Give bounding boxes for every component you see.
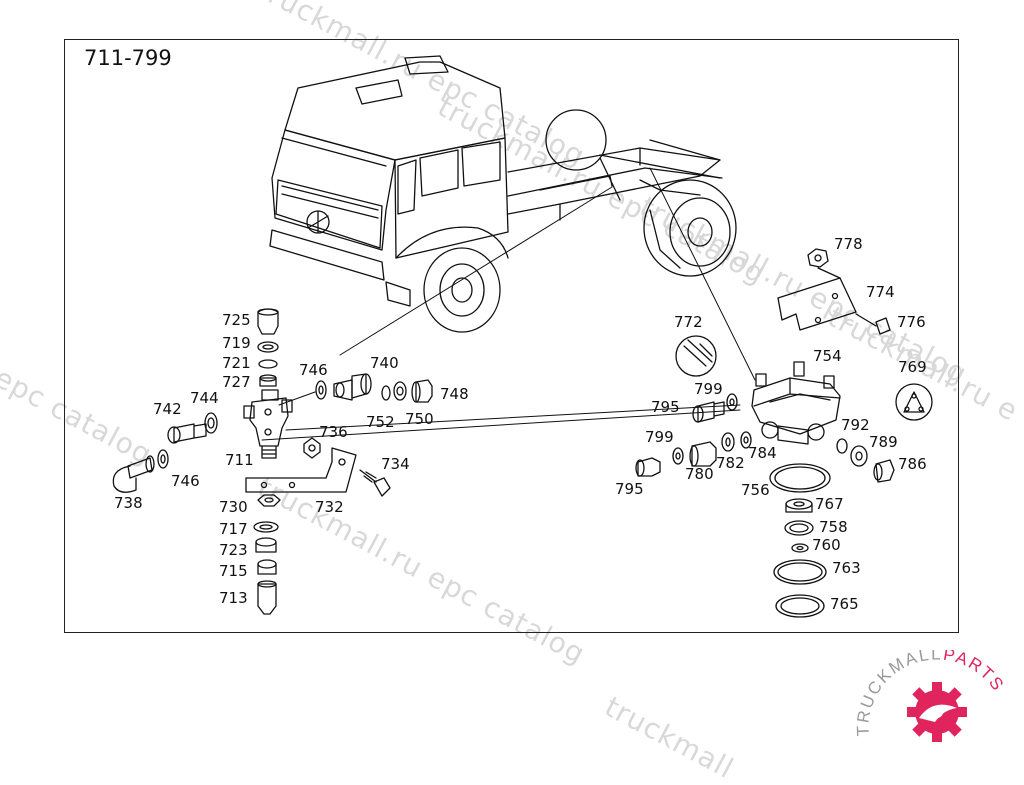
exploded-view-drawing <box>112 55 933 618</box>
part-label-736[interactable]: 736 <box>319 423 348 441</box>
part-label-776[interactable]: 776 <box>897 313 926 331</box>
part-label-732[interactable]: 732 <box>315 498 344 516</box>
part-label-782[interactable]: 782 <box>716 454 745 472</box>
part-label-742[interactable]: 742 <box>153 400 182 418</box>
part-label-730[interactable]: 730 <box>219 498 248 516</box>
part-label-769[interactable]: 769 <box>898 358 927 376</box>
part-label-767[interactable]: 767 <box>815 495 844 513</box>
part-label-719[interactable]: 719 <box>222 334 251 352</box>
part-label-758[interactable]: 758 <box>819 518 848 536</box>
part-label-784[interactable]: 784 <box>748 444 777 462</box>
part-label-786[interactable]: 786 <box>898 455 927 473</box>
part-label-738[interactable]: 738 <box>114 494 143 512</box>
part-label-725[interactable]: 725 <box>222 311 251 329</box>
part-label-765[interactable]: 765 <box>830 595 859 613</box>
group-code: 711-799 <box>84 46 172 70</box>
part-label-799[interactable]: 799 <box>645 428 674 446</box>
part-label-727[interactable]: 727 <box>222 373 251 391</box>
part-label-795[interactable]: 795 <box>615 480 644 498</box>
part-label-792[interactable]: 792 <box>841 416 870 434</box>
part-label-746[interactable]: 746 <box>171 472 200 490</box>
truckmall-parts-logo: TRUCKMALLPARTS <box>855 650 1006 742</box>
truck-illustration <box>269 55 737 333</box>
part-label-752[interactable]: 752 <box>366 413 395 431</box>
part-label-711[interactable]: 711 <box>225 451 254 469</box>
part-label-763[interactable]: 763 <box>832 559 861 577</box>
part-label-744[interactable]: 744 <box>190 389 219 407</box>
gear-icon <box>907 682 967 742</box>
right-assembly <box>635 248 933 618</box>
part-label-713[interactable]: 713 <box>219 589 248 607</box>
part-label-723[interactable]: 723 <box>219 541 248 559</box>
part-label-789[interactable]: 789 <box>869 433 898 451</box>
diagram-frame <box>64 39 959 633</box>
part-label-795[interactable]: 795 <box>651 398 680 416</box>
left-assembly <box>112 308 433 615</box>
leader-lines <box>261 167 756 441</box>
part-label-721[interactable]: 721 <box>222 354 251 372</box>
part-label-734[interactable]: 734 <box>381 455 410 473</box>
part-label-780[interactable]: 780 <box>685 465 714 483</box>
part-label-778[interactable]: 778 <box>834 235 863 253</box>
part-label-754[interactable]: 754 <box>813 347 842 365</box>
part-label-774[interactable]: 774 <box>866 283 895 301</box>
part-label-717[interactable]: 717 <box>219 520 248 538</box>
part-label-748[interactable]: 748 <box>440 385 469 403</box>
part-label-715[interactable]: 715 <box>219 562 248 580</box>
part-label-799[interactable]: 799 <box>694 380 723 398</box>
part-label-756[interactable]: 756 <box>741 481 770 499</box>
part-label-740[interactable]: 740 <box>370 354 399 372</box>
part-label-746[interactable]: 746 <box>299 361 328 379</box>
part-label-772[interactable]: 772 <box>674 313 703 331</box>
part-label-750[interactable]: 750 <box>405 410 434 428</box>
part-label-760[interactable]: 760 <box>812 536 841 554</box>
